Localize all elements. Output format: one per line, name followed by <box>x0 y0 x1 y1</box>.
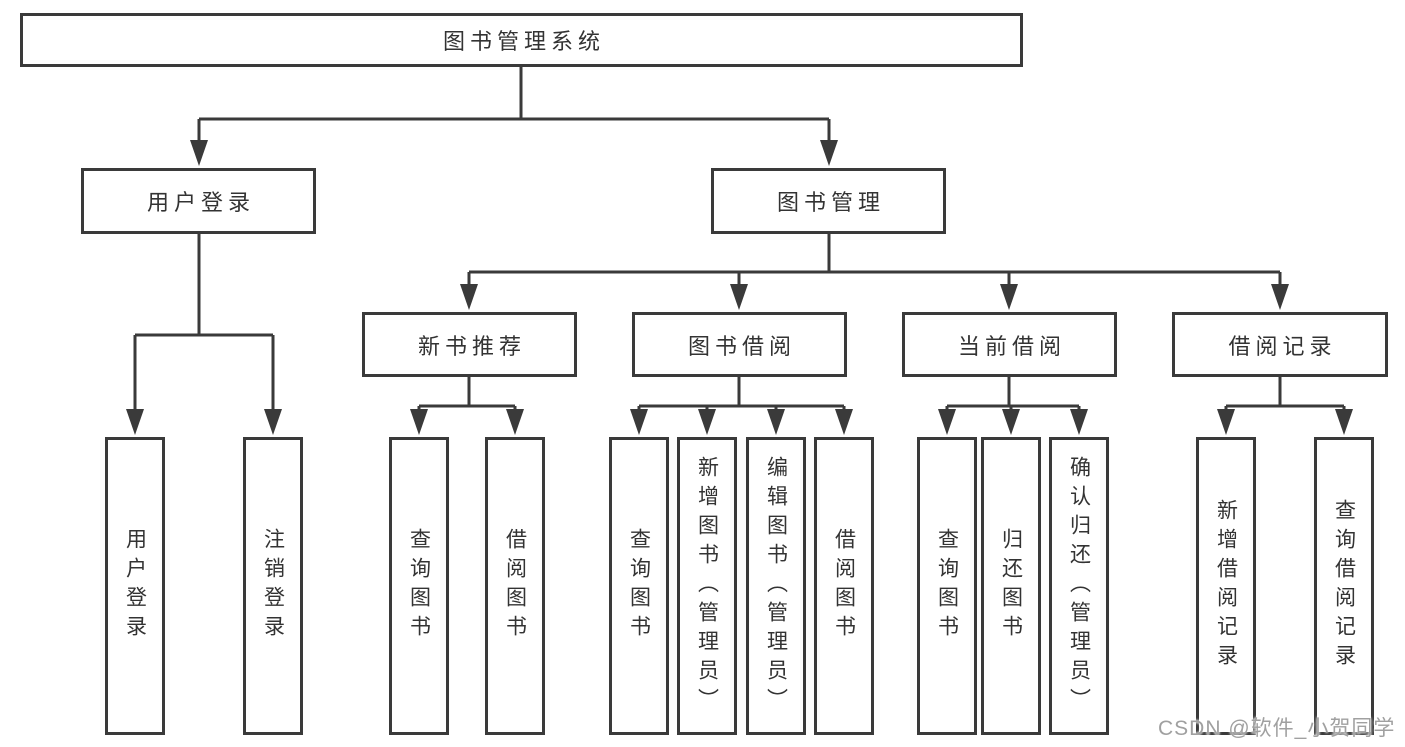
leaf-edit-book-admin: 编辑图书（管理员） <box>746 437 806 735</box>
node-user-login: 用户登录 <box>81 168 316 234</box>
leaf-query-books-borrowing: 查询图书 <box>609 437 669 735</box>
watermark: CSDN @软件_小贺同学 <box>1158 717 1396 740</box>
node-book-borrowing: 图书借阅 <box>632 312 847 377</box>
node-current-borrowing: 当前借阅 <box>902 312 1117 377</box>
leaf-add-book-admin: 新增图书（管理员） <box>677 437 737 735</box>
leaf-borrow-books: 借阅图书 <box>814 437 874 735</box>
leaf-borrow-books-recommend: 借阅图书 <box>485 437 545 735</box>
leaf-query-books-current: 查询图书 <box>917 437 977 735</box>
node-new-book-recommendation: 新书推荐 <box>362 312 577 377</box>
node-book-management: 图书管理 <box>711 168 946 234</box>
leaf-query-books-recommend: 查询图书 <box>389 437 449 735</box>
leaf-query-borrow-record: 查询借阅记录 <box>1314 437 1374 735</box>
node-library-system: 图书管理系统 <box>20 13 1023 67</box>
leaf-user-login: 用户登录 <box>105 437 165 735</box>
node-borrowing-records: 借阅记录 <box>1172 312 1388 377</box>
leaf-logout: 注销登录 <box>243 437 303 735</box>
leaf-return-books: 归还图书 <box>981 437 1041 735</box>
leaf-add-borrow-record: 新增借阅记录 <box>1196 437 1256 735</box>
leaf-confirm-return-admin: 确认归还（管理员） <box>1049 437 1109 735</box>
